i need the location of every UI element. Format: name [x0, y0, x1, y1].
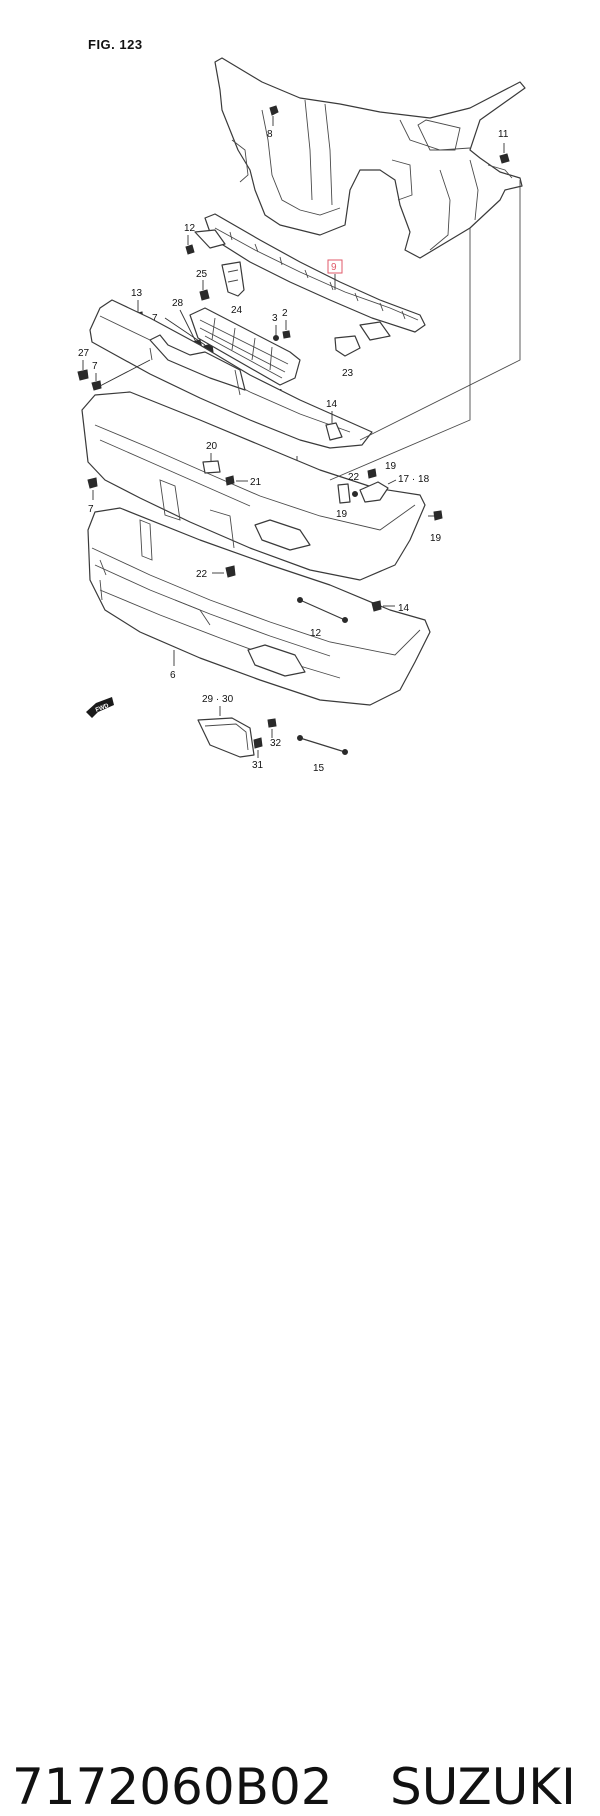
- figure-title: FIG. 123: [88, 37, 143, 52]
- callout-9-highlight: [327, 259, 343, 274]
- bracket-17-18: [337, 468, 397, 504]
- callout-10: 8: [267, 129, 273, 140]
- footer: 7172060B02 SUZUKI: [0, 850, 600, 1816]
- clip-23-icon: [225, 475, 235, 486]
- nut-19-icon: [433, 510, 443, 521]
- callout-31: 31: [252, 760, 264, 771]
- part-number: 7172060B02: [12, 1758, 333, 1816]
- clip-24-icon: [225, 565, 236, 578]
- bolt-10-icon: [269, 105, 279, 126]
- clip-7-left-icon: [91, 380, 102, 391]
- callout-13: 11: [498, 129, 509, 140]
- callout-19-lower: 19: [430, 533, 442, 544]
- callout-28-upper: 28: [172, 298, 184, 309]
- clip-8-icon: [185, 235, 195, 255]
- callout-11: 13: [131, 288, 143, 299]
- front-bumper-5: [81, 391, 426, 581]
- callout-32: 32: [270, 738, 282, 749]
- fwd-arrow-icon: FWD: [86, 697, 114, 718]
- callout-24: 22: [196, 569, 208, 580]
- bracket-14: [297, 597, 348, 623]
- callout-3: 3: [272, 313, 278, 324]
- callout-7-left: 7: [92, 361, 98, 372]
- front-bumper-6: [87, 507, 431, 706]
- radiator-support-panel: [214, 57, 526, 259]
- bracket-26: [334, 335, 361, 357]
- callout-12: 14: [326, 399, 338, 410]
- callout-14: 12: [310, 628, 322, 639]
- bolt-13-icon: [499, 143, 510, 164]
- callout-21: 22: [348, 472, 360, 483]
- parts-diagram: FIG. 123 8 11 9 12 2: [77, 37, 526, 774]
- callout-15: 15: [313, 763, 325, 774]
- clip-28-left-icon: [77, 369, 89, 381]
- callout-23: 21: [250, 477, 262, 488]
- fog-lamp-29-30: [197, 717, 255, 758]
- bracket-25: [221, 261, 245, 297]
- bracket-12: [325, 422, 343, 441]
- nut-31-icon: [253, 737, 263, 749]
- callout-17-18: 17 · 18: [398, 474, 430, 485]
- bracket-15: [297, 735, 348, 755]
- callout-19-upper: 19: [385, 461, 397, 472]
- bolt-16-icon: [371, 600, 382, 612]
- callout-25: 24: [231, 305, 243, 316]
- nut-3-icon: [273, 335, 279, 341]
- bolt-27-icon: [199, 280, 210, 301]
- callout-9: 9: [331, 262, 337, 273]
- screw-32-icon: [267, 718, 277, 728]
- clip-7-lower-icon: [87, 477, 98, 489]
- screw-2-icon: [282, 330, 291, 339]
- brand-name: SUZUKI: [390, 1758, 576, 1816]
- callout-6: 6: [170, 670, 176, 681]
- callout-26: 23: [342, 368, 354, 379]
- callout-29-30: 29 · 30: [202, 694, 234, 705]
- callout-16: 14: [398, 603, 410, 614]
- callout-7-upper: 7: [152, 313, 158, 324]
- callout-7-lower: 7: [88, 504, 94, 515]
- callout-27: 25: [196, 269, 208, 280]
- grille-1: [189, 307, 301, 386]
- bracket-22: [202, 460, 221, 474]
- callout-8: 12: [184, 223, 196, 234]
- bumper-upper-cover-4: [89, 299, 373, 449]
- callout-20: 19: [336, 509, 348, 520]
- fwd-label: FWD: [95, 703, 111, 714]
- callout-22: 20: [206, 441, 218, 452]
- bumper-reinforcement-9: [194, 213, 426, 341]
- callout-28-left: 27: [78, 348, 90, 359]
- callout-2: 2: [282, 308, 288, 319]
